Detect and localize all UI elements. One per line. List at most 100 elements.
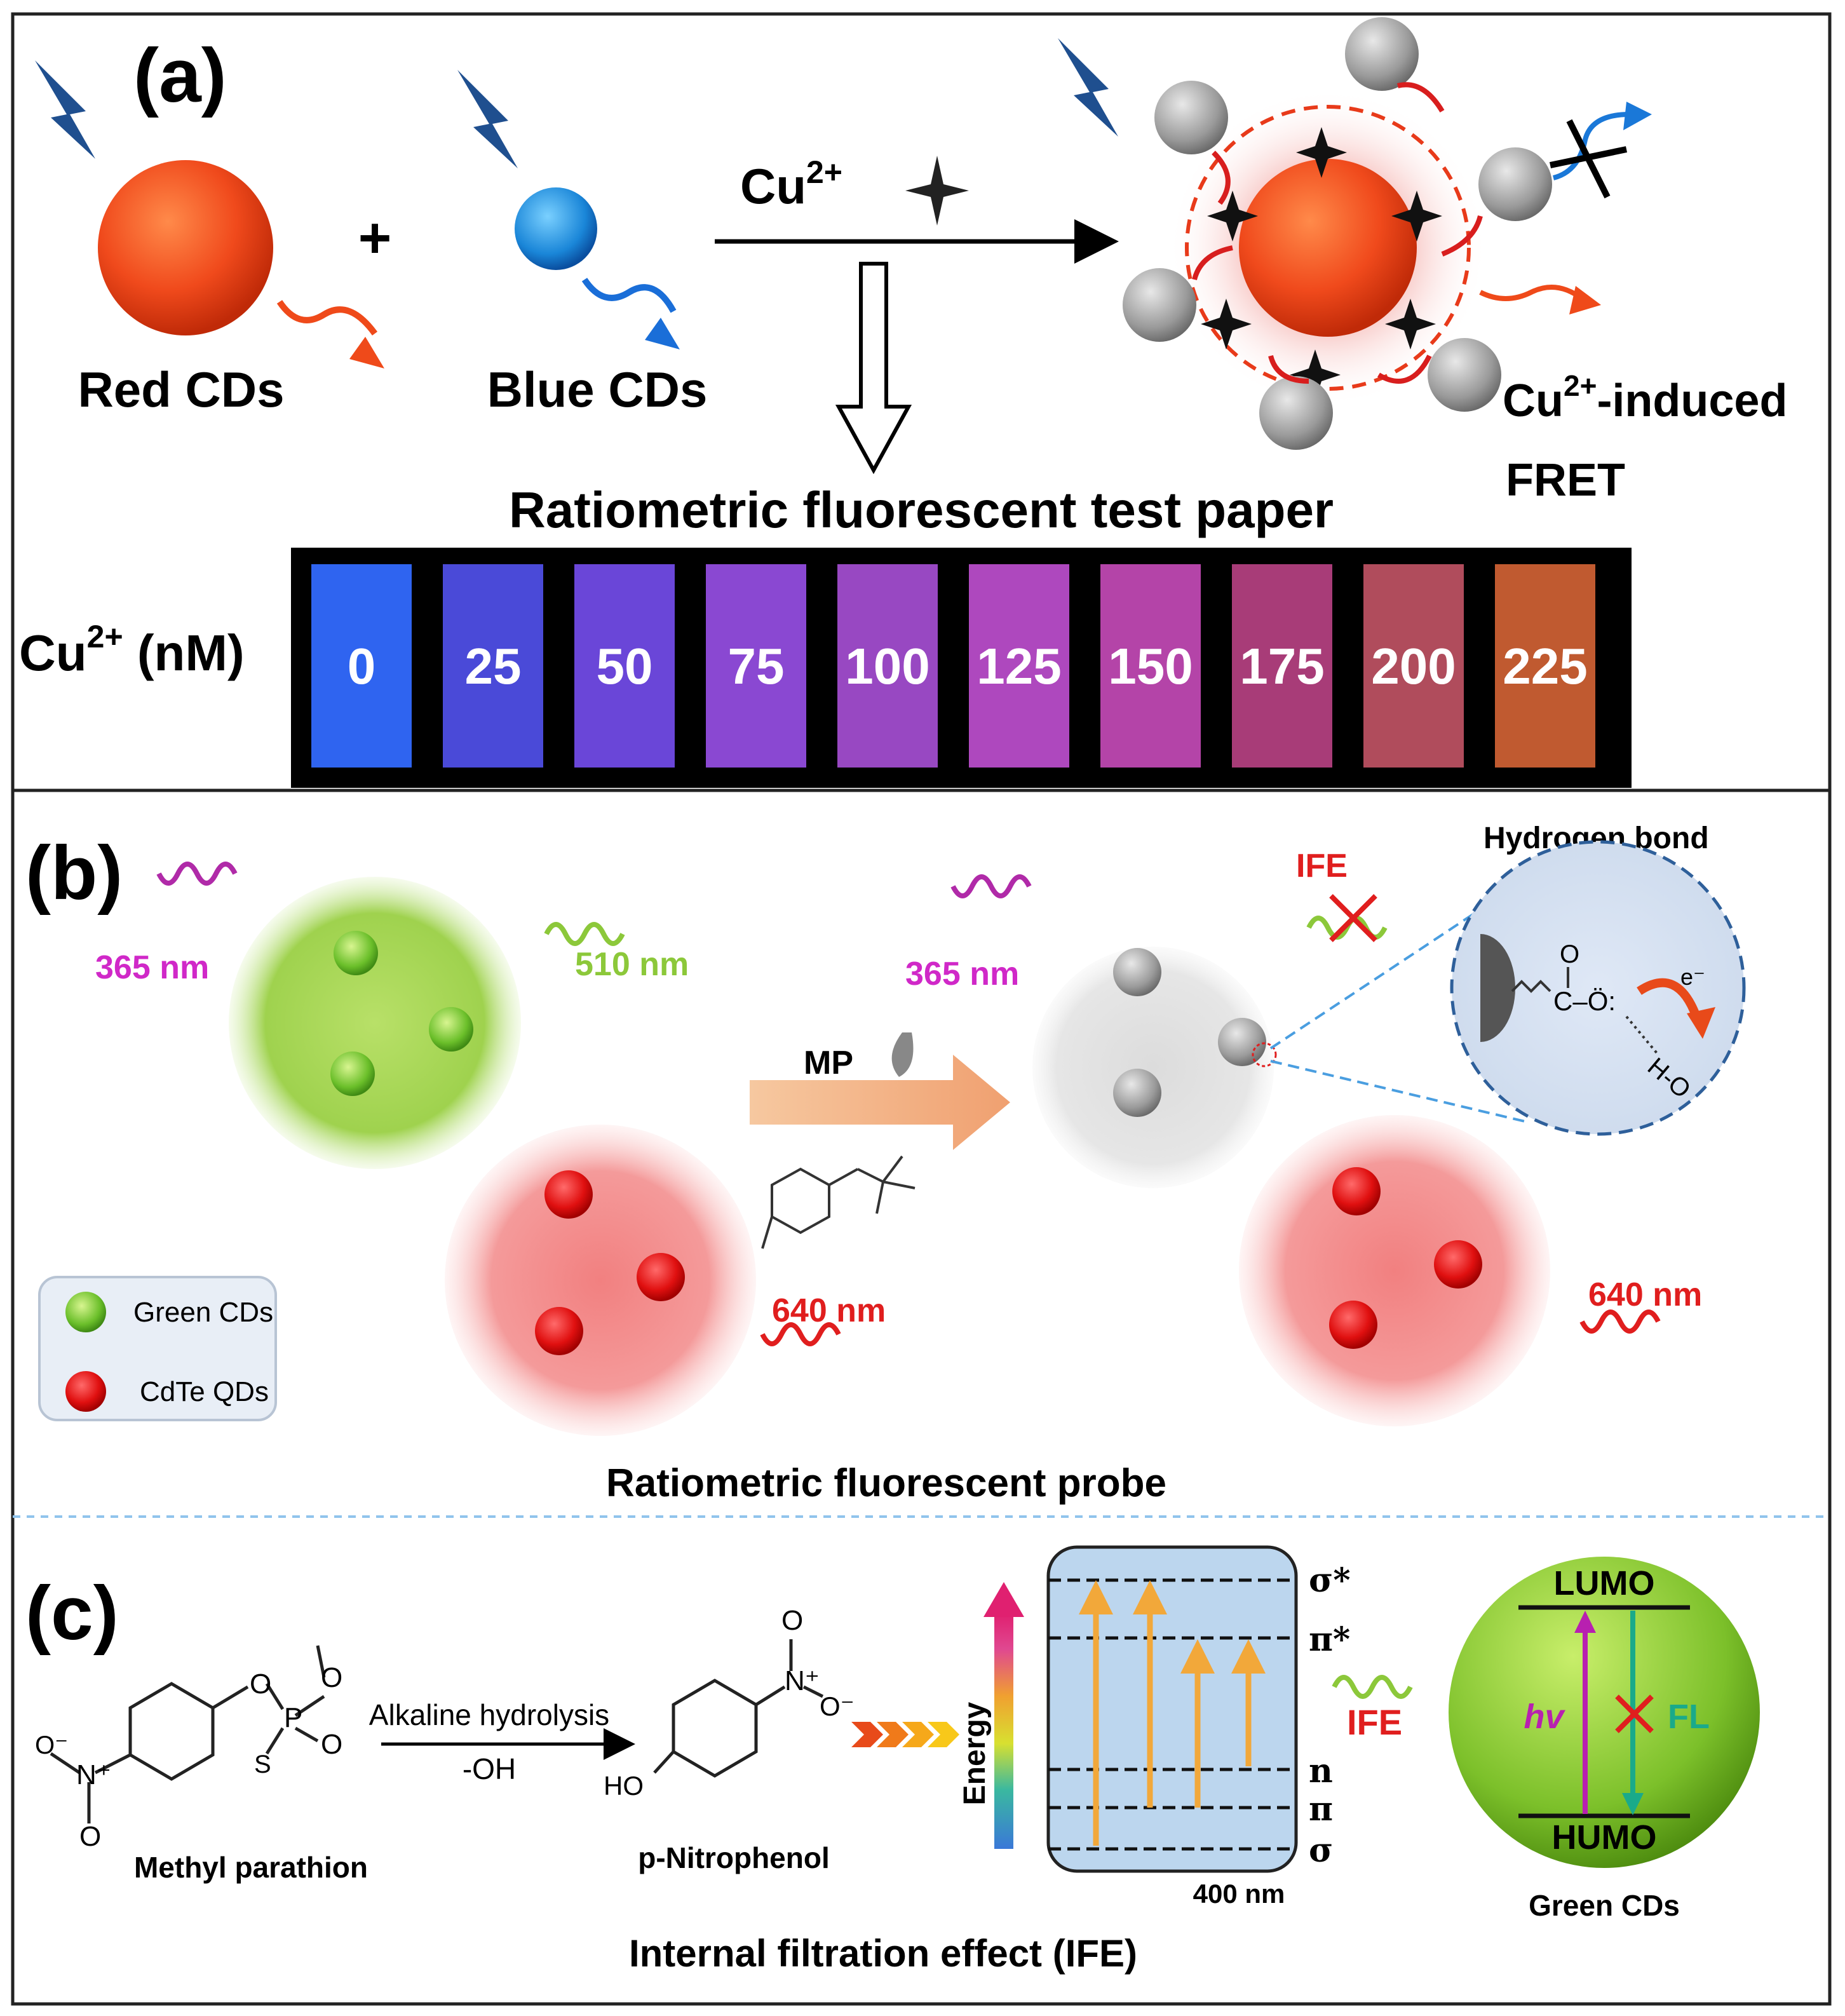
reaction-bottom-label: -OH <box>463 1752 516 1785</box>
atom-n: N⁺ <box>785 1665 820 1696</box>
cu-ion-stars <box>1201 127 1442 400</box>
atom-n: N⁺ <box>76 1759 111 1790</box>
hydrogen-bond-zoom <box>1450 840 1746 1136</box>
test-strip <box>706 564 806 768</box>
test-strip-value: 50 <box>597 638 653 694</box>
panel-a-label: (a) <box>133 33 227 118</box>
chevron-arrows <box>851 1722 959 1747</box>
humo-label: HUMO <box>1552 1818 1657 1857</box>
p-nitrophenol-molecule <box>653 1639 824 1778</box>
fret-boundary <box>1185 105 1471 391</box>
block-cross-icon <box>1549 119 1628 199</box>
plus-sign: + <box>358 206 392 270</box>
blue-emission-arrow <box>581 278 677 313</box>
red-emission-arrow <box>276 300 378 335</box>
test-strip-value: 25 <box>465 638 522 694</box>
quenched-cds-dots <box>1113 948 1266 1117</box>
probe-caption: Ratiometric fluorescent probe <box>606 1461 1166 1505</box>
blue-cds-label: Blue CDs <box>487 362 708 417</box>
atom-o: O <box>321 1729 342 1760</box>
red-qds-dots-right <box>1329 1167 1482 1349</box>
atom-o-minus: O⁻ <box>820 1691 855 1721</box>
zoom-target <box>1252 1042 1277 1067</box>
blocked-emission-arrow <box>1552 112 1630 180</box>
panel-c: (c) O P O O S N⁺ O⁻ O Methyl parathion A… <box>25 1545 1760 1975</box>
red-qds-halo <box>445 1125 756 1436</box>
red-emission-arrow <box>1479 285 1584 301</box>
test-strip-value: 175 <box>1240 638 1324 694</box>
level-sigma-star: σ* <box>1309 1561 1351 1600</box>
reactant-label: Methyl parathion <box>134 1851 368 1884</box>
test-strip <box>1232 564 1332 768</box>
green-emission-label: 510 nm <box>575 946 689 983</box>
test-strip-value: 200 <box>1371 638 1456 694</box>
legend-green-label: Green CDs <box>133 1297 273 1328</box>
ife-label-c: IFE <box>1347 1702 1402 1742</box>
test-strip-value: 125 <box>977 638 1061 694</box>
atom-o: O <box>321 1662 342 1693</box>
blocked-cross-icon <box>1329 894 1377 942</box>
blue-cds-particle <box>515 187 597 270</box>
green-emission-wave <box>1332 1675 1413 1699</box>
energy-level-box <box>1046 1545 1298 1873</box>
reaction-top-label: Alkaline hydrolysis <box>369 1698 609 1731</box>
lightning-icon <box>35 60 95 159</box>
test-strip-value: 75 <box>728 638 785 694</box>
panel-b: (b) 365 nm 510 nm 640 nm Green CDs CdTe … <box>11 788 1832 2006</box>
mp-arrow <box>750 1055 1010 1150</box>
lumo-label: LUMO <box>1554 1564 1655 1602</box>
test-strip <box>1495 564 1595 768</box>
legend-red-dot <box>65 1371 106 1412</box>
atom-p: P <box>284 1702 302 1733</box>
panel-b-label: (b) <box>25 830 123 916</box>
test-strip-value: 0 <box>348 638 376 694</box>
lightning-icon <box>1058 38 1118 137</box>
red-emission-wave <box>760 1322 841 1346</box>
lightning-icon <box>457 70 518 168</box>
quencher-particles <box>1123 17 1552 450</box>
level-pi: π <box>1309 1790 1333 1829</box>
level-n: n <box>1309 1752 1333 1790</box>
red-cds-label: Red CDs <box>78 362 284 417</box>
atom-o: O <box>79 1821 101 1852</box>
ife-label-b: IFE <box>1296 848 1348 884</box>
atom-o: O <box>250 1668 271 1700</box>
surface-half-disk <box>1480 934 1515 1042</box>
excitation-wave <box>950 874 1032 898</box>
fret-label-line2: FRET <box>1506 455 1625 506</box>
test-strip <box>1363 564 1464 768</box>
drop-icon <box>891 1032 914 1077</box>
atom-ho: HO <box>604 1771 644 1801</box>
excitation-left-label: 365 nm <box>95 949 209 986</box>
green-cds-label: Green CDs <box>1529 1889 1680 1922</box>
quenched-cds-halo <box>1032 947 1274 1188</box>
level-pi-star: π* <box>1309 1620 1350 1659</box>
green-emission-wave <box>544 922 625 946</box>
electron-transfer-arrow <box>1637 978 1701 1018</box>
carboxylate-label: C–Ö: <box>1553 986 1616 1016</box>
absorption-arrows <box>1079 1580 1266 1846</box>
ife-caption: Internal filtration effect (IFE) <box>629 1932 1137 1975</box>
atom-s: S <box>254 1750 271 1778</box>
methyl-parathion-molecule <box>50 1645 326 1823</box>
green-cds-sphere <box>1449 1557 1760 1868</box>
energy-axis-label: Energy <box>958 1701 992 1805</box>
zigzag-bond <box>1511 980 1551 993</box>
carbonyl-o: O <box>1560 940 1579 968</box>
concentration-label: Cu2+ (nM) <box>19 619 245 681</box>
fluorescence-blocked-icon <box>1615 1695 1654 1733</box>
electron-label: e⁻ <box>1680 964 1705 990</box>
red-qds-dots <box>535 1170 685 1355</box>
test-strip <box>837 564 938 768</box>
red-cds-particle <box>98 160 273 335</box>
test-strip <box>969 564 1069 768</box>
test-strip-value: 100 <box>845 638 929 694</box>
legend-green-dot <box>65 1292 106 1332</box>
wavelength-label: 400 nm <box>1193 1879 1285 1909</box>
energy-transfer-arrows <box>1192 82 1483 384</box>
atom-o-minus: O⁻ <box>35 1731 68 1759</box>
test-strip <box>443 564 543 768</box>
red-qds-halo-right <box>1239 1115 1550 1426</box>
red-emission-right-label: 640 nm <box>1588 1276 1702 1313</box>
